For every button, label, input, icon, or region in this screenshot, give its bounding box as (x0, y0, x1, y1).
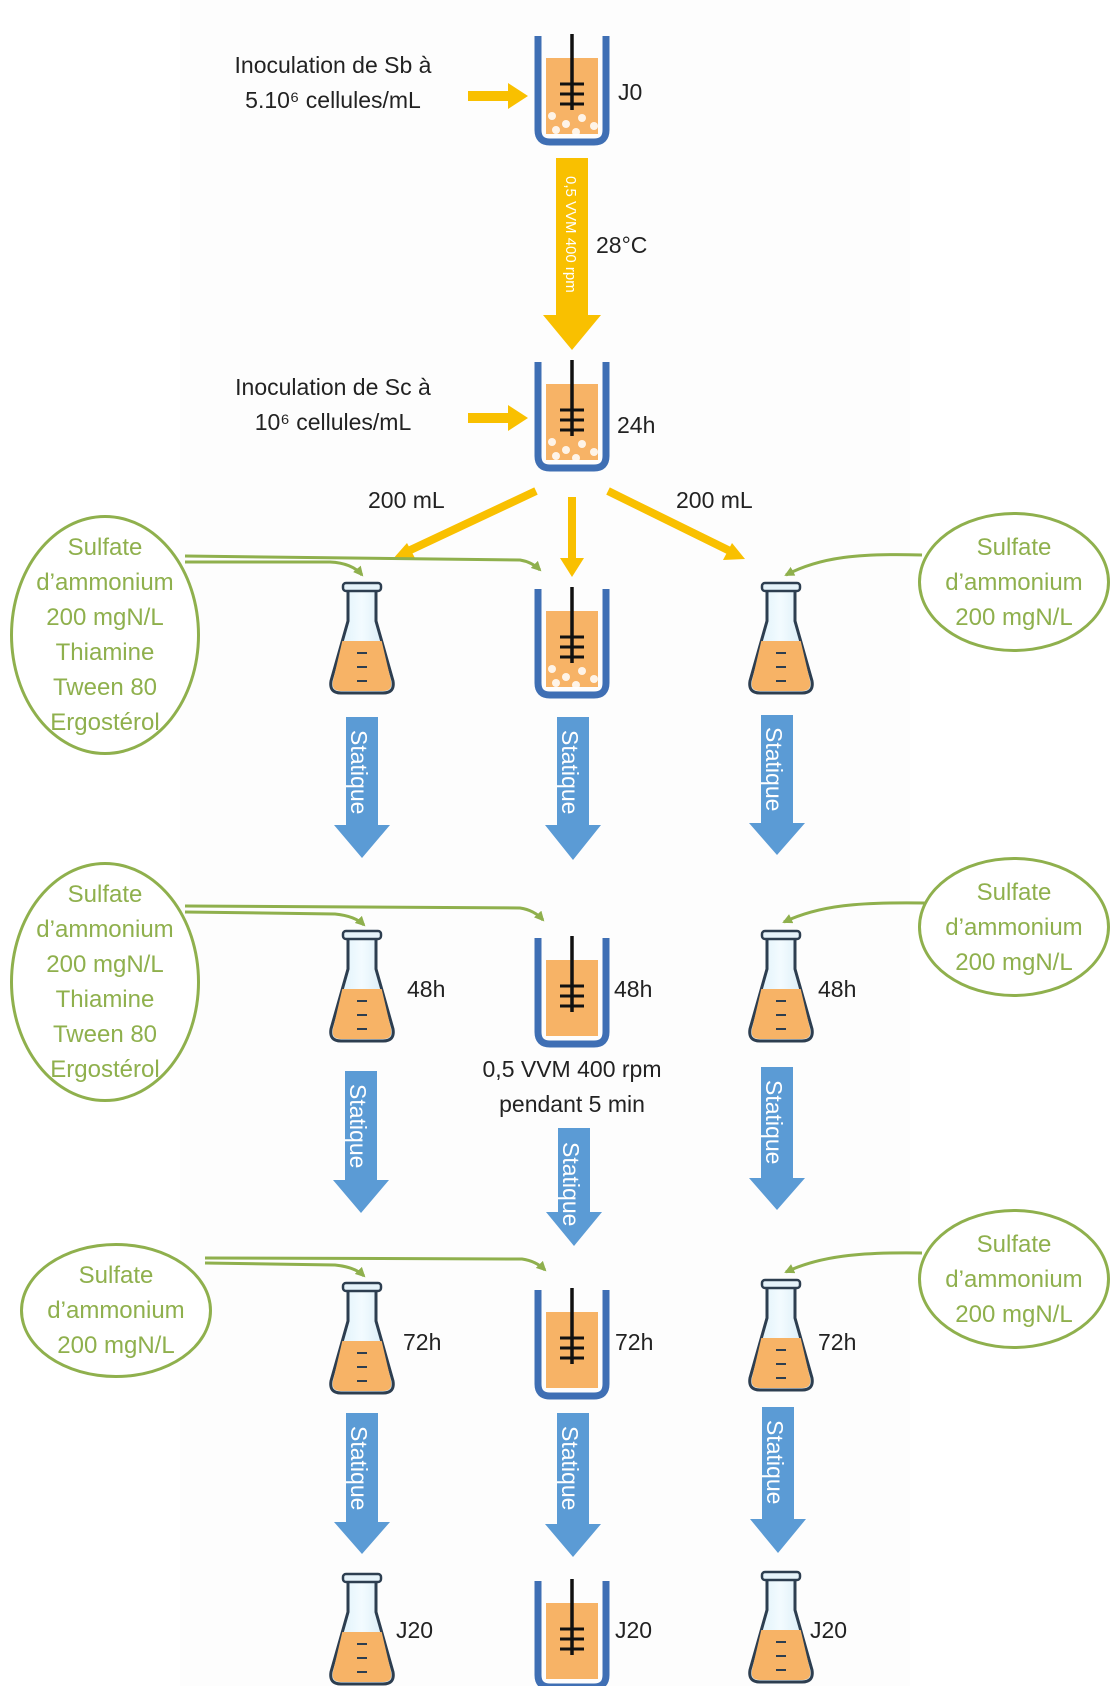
svg-text:Statique: Statique (761, 1080, 787, 1164)
label-24h: 24h (617, 412, 655, 438)
label-72h-right: 72h (818, 1329, 856, 1355)
bioreactor-j20 (534, 1579, 610, 1686)
svg-text:Statique: Statique (346, 730, 372, 814)
blue-arrow-l1: Statique (334, 717, 390, 858)
temperature-label: 28°C (596, 232, 648, 258)
green-line-row2-b (184, 904, 545, 922)
blue-arrow-l3: Statique (334, 1413, 390, 1554)
green-line-row3-a (204, 1261, 366, 1278)
label-j20-left: J20 (396, 1617, 433, 1643)
blue-arrow-l2: Statique (333, 1071, 389, 1213)
bioreactor-24h (534, 360, 610, 472)
flask-left-1 (329, 581, 395, 695)
label-j20-right: J20 (810, 1617, 847, 1643)
svg-text:Statique: Statique (557, 730, 583, 814)
green-line-row3-b (204, 1256, 547, 1272)
flask-right-72h (748, 1278, 814, 1392)
svg-text:Statique: Statique (557, 1426, 583, 1510)
label-72h-left: 72h (403, 1329, 441, 1355)
flask-right-48h (748, 929, 814, 1043)
bioreactor-72h (534, 1288, 610, 1400)
split-arrow-left (402, 487, 538, 557)
svg-text:Statique: Statique (345, 1084, 371, 1168)
blue-arrow-r2: Statique (749, 1067, 805, 1210)
split-arrow-right-head (723, 543, 745, 560)
bioreactor-48h (534, 936, 610, 1048)
svg-text:Statique: Statique (346, 1426, 372, 1510)
bioreactor-j0 (534, 34, 610, 146)
yellow-arrow-inoc-sc (468, 405, 528, 431)
yellow-arrow-text: 0,5 VVM 400 rpm (562, 176, 579, 293)
split-right-volume: 200 mL (676, 487, 753, 513)
flask-right-1 (748, 581, 814, 695)
green-line-row1-b (184, 554, 542, 572)
split-arrow-left-head (392, 543, 416, 560)
blue-arrow-r3: Statique (750, 1407, 806, 1553)
split-left-volume: 200 mL (368, 487, 445, 513)
label-48h-right: 48h (818, 976, 856, 1002)
svg-text:Statique: Statique (558, 1142, 584, 1226)
green-line-row1-right (784, 553, 923, 577)
blue-arrow-c1: Statique (545, 717, 601, 860)
split-arrow-right (606, 487, 734, 556)
label-48h-left: 48h (407, 976, 445, 1002)
label-j20-center: J20 (615, 1617, 652, 1643)
label-48h-center: 48h (614, 976, 652, 1002)
yellow-arrow-28c: 0,5 VVM 400 rpm (543, 158, 601, 350)
green-line-row3-right (784, 1251, 923, 1274)
blue-arrow-r1: Statique (749, 715, 805, 855)
bioreactor-center-1 (534, 587, 610, 699)
flask-left-72h (329, 1281, 395, 1395)
green-line-row2-right (782, 901, 926, 924)
svg-text:Statique: Statique (761, 727, 787, 811)
flask-left-48h (329, 929, 395, 1043)
inoculation-sb-label: Inoculation de Sb à 5.10⁶ cellules/mL (234, 52, 432, 113)
split-arrow-center-head (560, 558, 584, 577)
label-72h-center: 72h (615, 1329, 653, 1355)
mixing-label: 0,5 VVM 400 rpm pendant 5 min (482, 1056, 662, 1117)
blue-arrow-c2: Statique (546, 1128, 602, 1246)
inoculation-sc-label: Inoculation de Sc à 10⁶ cellules/mL (235, 374, 431, 435)
green-line-row1-a (185, 560, 364, 577)
yellow-arrow-inoc-sb (468, 83, 528, 109)
blue-arrow-c3: Statique (545, 1413, 601, 1557)
flask-right-j20 (748, 1570, 814, 1684)
svg-text:Statique: Statique (762, 1420, 788, 1504)
green-line-row2-a (184, 910, 366, 927)
vessels-layer (329, 34, 814, 1686)
background-panel (180, 0, 910, 1686)
label-j0: J0 (618, 79, 642, 105)
flask-left-j20 (329, 1572, 395, 1686)
